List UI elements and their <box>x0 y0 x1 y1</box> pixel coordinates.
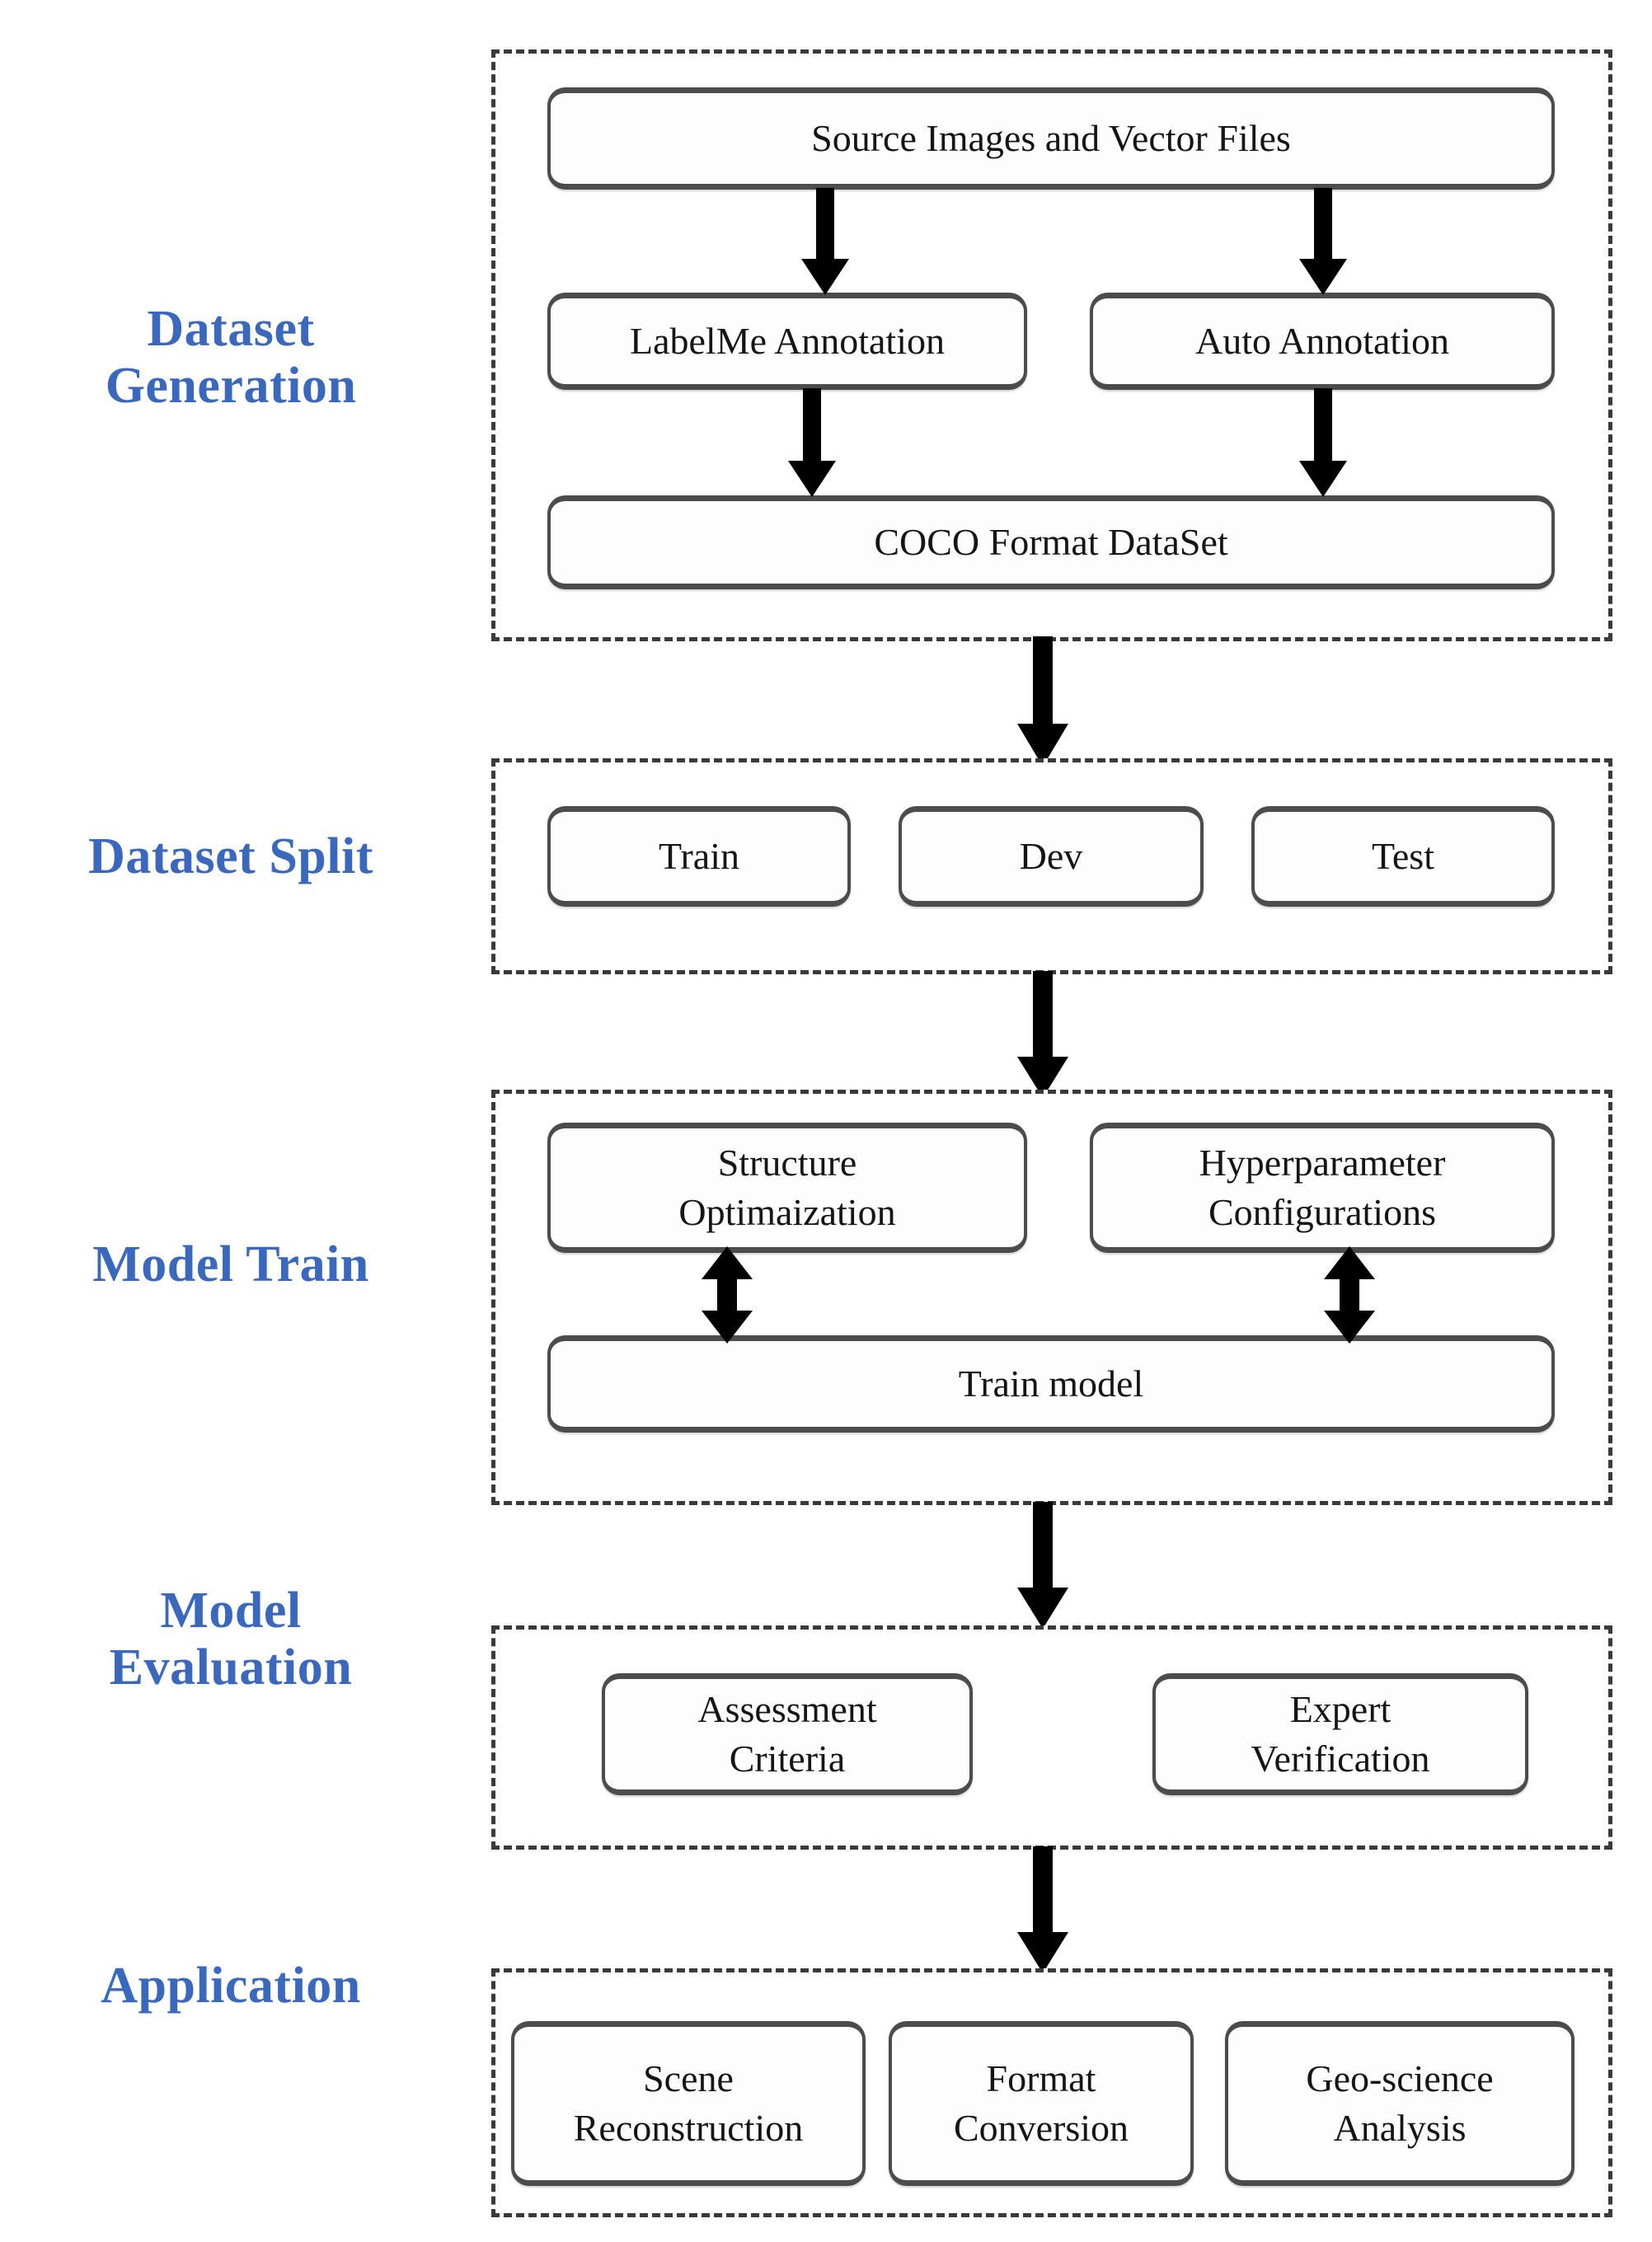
node-label: LabelMe Annotation <box>630 319 945 362</box>
node-label: COCO Format DataSet <box>874 520 1228 563</box>
node-geo-science-analysis[interactable]: Geo-science Analysis <box>1225 2021 1575 2186</box>
stage-label-line1: Model <box>160 1583 302 1639</box>
node-label-line2: Configurations <box>1208 1191 1436 1233</box>
node-scene-reconstruction[interactable]: Scene Reconstruction <box>511 2021 866 2186</box>
arrow-evaluation-to-application <box>1012 1846 1073 1975</box>
arrow-hyperparameter-to-train-model <box>1319 1246 1380 1344</box>
node-auto-annotation[interactable]: Auto Annotation <box>1090 293 1555 390</box>
node-label-line2: Analysis <box>1333 2107 1467 2149</box>
stage-label-line2: Evaluation <box>109 1639 353 1696</box>
node-test-split[interactable]: Test <box>1251 806 1555 907</box>
node-label-line1: Structure <box>717 1142 857 1184</box>
node-labelme-annotation[interactable]: LabelMe Annotation <box>547 293 1027 390</box>
stage-label-line2: Generation <box>105 358 357 415</box>
node-structure-optimaization[interactable]: Structure Optimaization <box>547 1123 1027 1253</box>
node-expert-verification[interactable]: Expert Verification <box>1152 1673 1528 1795</box>
arrow-labelme-to-coco <box>783 388 841 499</box>
arrow-structure-to-train-model <box>697 1246 758 1344</box>
node-label-line1: Format <box>986 2057 1096 2100</box>
node-label-line2: Reconstruction <box>573 2107 804 2149</box>
arrow-split-to-model-train <box>1012 971 1073 1100</box>
stage-label-line1: Dataset <box>147 301 315 357</box>
node-label-line1: Hyperparameter <box>1199 1142 1446 1184</box>
node-train-model[interactable]: Train model <box>547 1335 1555 1433</box>
node-source-images[interactable]: Source Images and Vector Files <box>547 87 1555 190</box>
arrow-model-train-to-evaluation <box>1012 1502 1073 1630</box>
node-dev-split[interactable]: Dev <box>899 806 1204 907</box>
node-label: Auto Annotation <box>1195 319 1449 362</box>
stage-label-line1: Model Train <box>92 1236 369 1292</box>
node-label-line1: Scene <box>643 2057 734 2100</box>
stage-label-dataset-split: Dataset Split <box>0 828 462 885</box>
node-label-line1: Geo-science <box>1306 2057 1494 2100</box>
arrow-generation-to-split <box>1012 636 1073 768</box>
arrow-source-to-labelme <box>796 188 854 297</box>
node-label-line2: Conversion <box>953 2107 1129 2149</box>
node-coco-dataset[interactable]: COCO Format DataSet <box>547 495 1555 589</box>
node-label: Test <box>1372 834 1434 877</box>
node-hyperparameter-configurations[interactable]: Hyperparameter Configurations <box>1090 1123 1555 1253</box>
node-format-conversion[interactable]: Format Conversion <box>889 2021 1194 2186</box>
stage-label-application: Application <box>0 1958 462 2015</box>
stage-label-model-evaluation: Model Evaluation <box>0 1583 462 1697</box>
node-train-split[interactable]: Train <box>547 806 851 907</box>
node-label-line2: Optimaization <box>678 1191 896 1233</box>
stage-label-dataset-generation: Dataset Generation <box>0 301 462 415</box>
node-label-line2: Criteria <box>729 1738 846 1780</box>
node-label: Train model <box>958 1362 1144 1405</box>
stage-label-line1: Application <box>101 1958 361 2014</box>
arrow-auto-to-coco <box>1294 388 1352 499</box>
node-label-line1: Expert <box>1289 1688 1392 1731</box>
arrow-source-to-auto <box>1294 188 1352 297</box>
node-label: Dev <box>1019 834 1083 877</box>
stage-label-model-train: Model Train <box>0 1236 462 1293</box>
node-label: Source Images and Vector Files <box>811 116 1291 159</box>
node-assessment-criteria[interactable]: Assessment Criteria <box>602 1673 973 1795</box>
stage-label-line1: Dataset Split <box>88 828 373 884</box>
node-label: Train <box>659 834 739 877</box>
node-label-line1: Assessment <box>697 1688 877 1731</box>
node-label-line2: Verification <box>1251 1738 1430 1780</box>
